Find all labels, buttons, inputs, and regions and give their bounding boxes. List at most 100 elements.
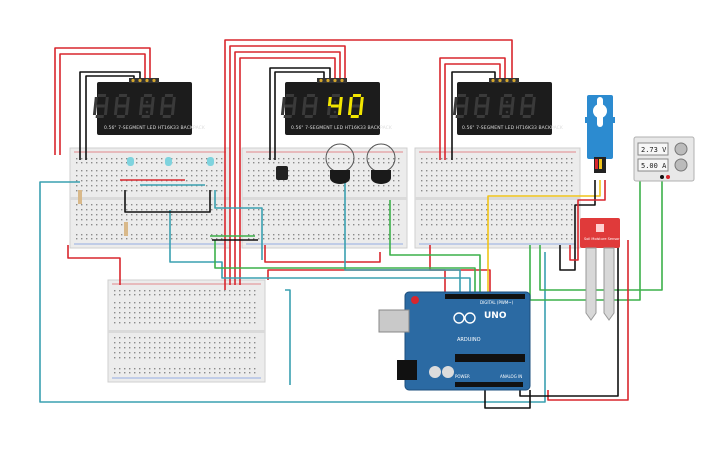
breadboard-hole bbox=[263, 214, 265, 216]
breadboard-hole bbox=[263, 170, 265, 172]
led-icon[interactable] bbox=[127, 157, 134, 166]
psu-terminal-pos[interactable] bbox=[666, 175, 670, 179]
buzzer-icon[interactable] bbox=[325, 143, 355, 184]
breadboard-hole bbox=[531, 209, 533, 211]
wire-teal[interactable] bbox=[39, 181, 546, 403]
breadboard-hole bbox=[131, 209, 133, 211]
breadboard-3[interactable] bbox=[414, 147, 581, 249]
wire-red[interactable] bbox=[54, 47, 151, 155]
wire-black[interactable] bbox=[274, 71, 325, 160]
wire-red[interactable] bbox=[569, 180, 606, 261]
breadboard-1[interactable] bbox=[69, 147, 231, 249]
breadboard-hole bbox=[229, 357, 231, 359]
breadboard-hole bbox=[506, 180, 508, 182]
breadboard-hole bbox=[258, 180, 260, 182]
display-right[interactable] bbox=[452, 78, 552, 135]
breadboard-2[interactable] bbox=[241, 147, 408, 249]
breadboard-hole bbox=[234, 372, 236, 374]
breadboard-hole bbox=[516, 209, 518, 211]
buzzer-icon[interactable] bbox=[366, 143, 396, 184]
wire-red[interactable] bbox=[234, 51, 341, 285]
soil-moisture-sensor[interactable] bbox=[580, 218, 620, 321]
wire-black[interactable] bbox=[124, 190, 211, 213]
psu-terminal-neg[interactable] bbox=[660, 175, 664, 179]
digital-header[interactable] bbox=[445, 294, 525, 299]
power-supply[interactable] bbox=[633, 136, 695, 182]
breadboard-hole bbox=[191, 180, 193, 182]
wire-black[interactable] bbox=[559, 180, 596, 271]
wire-red[interactable] bbox=[59, 53, 146, 155]
breadboard-hole bbox=[189, 368, 191, 370]
breadboard-hole bbox=[421, 175, 423, 177]
wire-green[interactable] bbox=[539, 180, 663, 291]
breadboard-hole bbox=[258, 219, 260, 221]
breadboard-hole bbox=[273, 158, 275, 160]
breadboard-hole bbox=[436, 185, 438, 187]
breadboard-hole bbox=[268, 204, 270, 206]
wire-red[interactable] bbox=[444, 63, 501, 160]
wire-red[interactable] bbox=[229, 45, 346, 285]
breadboard-hole bbox=[134, 368, 136, 370]
analog-header[interactable] bbox=[455, 382, 523, 387]
wire-red[interactable] bbox=[547, 240, 629, 401]
breadboard-4[interactable] bbox=[107, 279, 266, 383]
breadboard-hole bbox=[441, 209, 443, 211]
display-left[interactable] bbox=[92, 78, 192, 135]
breadboard-hole bbox=[536, 180, 538, 182]
display-middle[interactable] bbox=[280, 78, 380, 135]
voltage-knob[interactable] bbox=[674, 142, 688, 156]
breadboard-hole bbox=[146, 224, 148, 226]
breadboard-hole bbox=[506, 224, 508, 226]
wire-red[interactable] bbox=[264, 245, 381, 263]
wire-black[interactable] bbox=[269, 67, 331, 160]
servo-arm[interactable] bbox=[597, 97, 603, 127]
breadboard-hole bbox=[313, 185, 315, 187]
dc-jack-icon[interactable] bbox=[397, 360, 417, 380]
breadboard-hole bbox=[156, 190, 158, 192]
led-icon[interactable] bbox=[165, 157, 172, 166]
breadboard-hole bbox=[388, 234, 390, 236]
breadboard-hole bbox=[491, 158, 493, 160]
wire-teal[interactable] bbox=[285, 289, 291, 385]
breadboard-hole bbox=[244, 307, 246, 309]
arduino-uno[interactable] bbox=[378, 291, 531, 391]
wire-teal[interactable] bbox=[169, 210, 471, 295]
breadboard-hole bbox=[196, 214, 198, 216]
breadboard-hole bbox=[383, 219, 385, 221]
wire-green[interactable] bbox=[389, 200, 481, 295]
breadboard-hole bbox=[446, 209, 448, 211]
breadboard-hole bbox=[536, 219, 538, 221]
wire-black[interactable] bbox=[484, 385, 531, 409]
breadboard-hole bbox=[221, 158, 223, 160]
wire-yellow[interactable] bbox=[487, 180, 601, 295]
wire-red[interactable] bbox=[224, 39, 513, 290]
transistor-icon[interactable] bbox=[276, 166, 288, 180]
wire-red[interactable] bbox=[67, 245, 121, 285]
wire-black[interactable] bbox=[519, 240, 619, 397]
wire-teal[interactable] bbox=[214, 190, 263, 260]
breadboard-hole bbox=[456, 162, 458, 164]
led-icon[interactable] bbox=[207, 157, 214, 166]
breadboard-hole bbox=[471, 170, 473, 172]
breadboard-hole bbox=[318, 180, 320, 182]
wire-green[interactable] bbox=[214, 240, 476, 295]
current-knob[interactable] bbox=[674, 158, 688, 172]
wire-black[interactable] bbox=[451, 71, 496, 160]
usb-connector-icon[interactable] bbox=[378, 309, 410, 333]
servo-motor[interactable] bbox=[585, 95, 615, 173]
wire-black[interactable] bbox=[79, 71, 141, 160]
component-layer bbox=[78, 143, 396, 236]
breadboard-hole bbox=[273, 234, 275, 236]
wire-red[interactable] bbox=[239, 57, 336, 285]
breadboard-hole bbox=[461, 175, 463, 177]
header-pin bbox=[152, 78, 156, 83]
breadboard-hole bbox=[146, 214, 148, 216]
breadboard-hole bbox=[541, 238, 543, 240]
wire-green[interactable] bbox=[529, 180, 641, 301]
wire-red[interactable] bbox=[267, 269, 446, 292]
wire-teal[interactable] bbox=[344, 182, 461, 295]
reset-button[interactable] bbox=[411, 296, 419, 304]
breadboard-hole bbox=[383, 162, 385, 164]
wire-red[interactable] bbox=[439, 57, 506, 160]
